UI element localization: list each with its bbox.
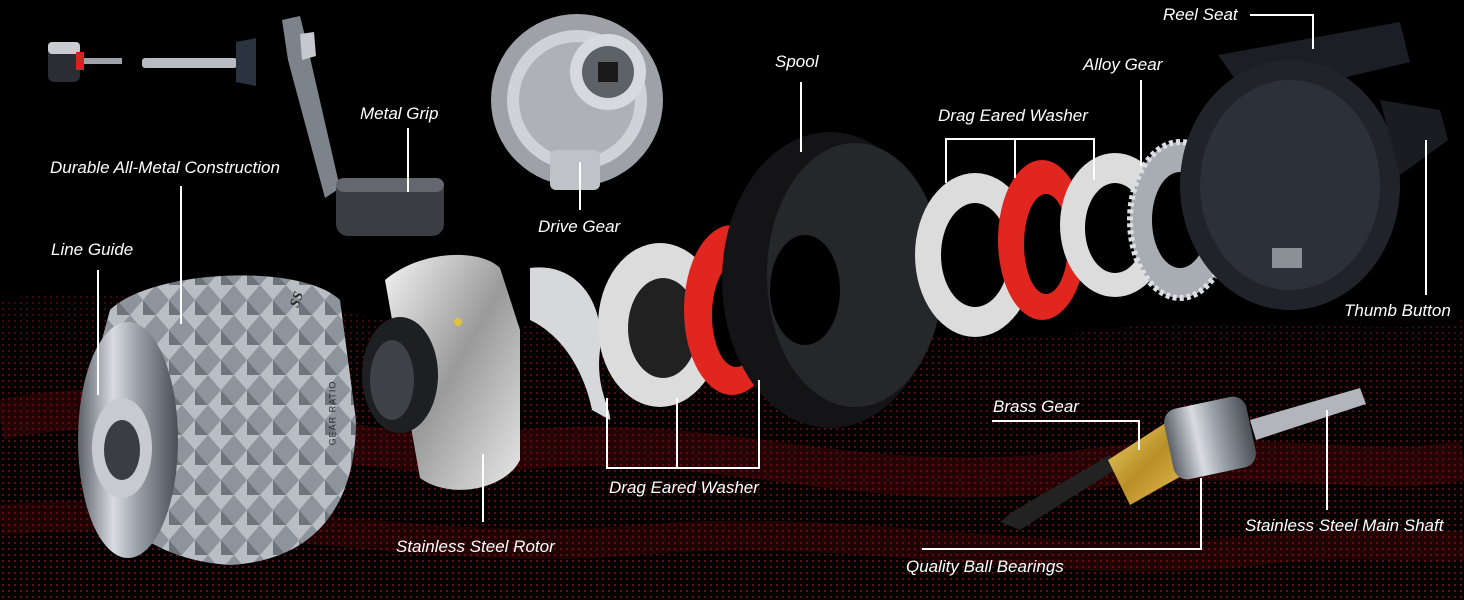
label-quality-ball-bearings: Quality Ball Bearings: [906, 557, 1064, 576]
leader-line: [945, 138, 1095, 140]
leader-line: [606, 467, 760, 469]
leader-line: [579, 162, 581, 210]
label-brass-gear: Brass Gear: [993, 397, 1079, 416]
leader-line: [1425, 140, 1427, 295]
label-stainless-main-shaft: Stainless Steel Main Shaft: [1245, 516, 1444, 535]
leader-line: [758, 380, 760, 468]
handle-arm-icon: [142, 16, 444, 236]
spool-icon: [722, 132, 943, 428]
leader-line: [1200, 478, 1202, 550]
leader-line: [482, 454, 484, 522]
leader-line: [606, 398, 608, 468]
leader-line: [1326, 410, 1328, 510]
leader-line: [676, 398, 678, 468]
label-drive-gear: Drive Gear: [538, 217, 621, 236]
leader-line: [407, 128, 409, 192]
leader-line: [800, 82, 802, 152]
body-engraving: GEAR RATIO: [327, 380, 338, 446]
label-drag-washer-upper: Drag Eared Washer: [938, 106, 1088, 125]
label-metal-grip: Metal Grip: [360, 104, 439, 123]
label-stainless-rotor: Stainless Steel Rotor: [396, 537, 555, 556]
leader-line: [1140, 80, 1142, 166]
handle-knob-icon: [48, 42, 122, 82]
label-thumb-button: Thumb Button: [1344, 301, 1451, 320]
leader-line: [1093, 138, 1095, 180]
reel-seat-icon: [1180, 22, 1448, 310]
leader-line: [1014, 138, 1016, 178]
body-cover-icon: [78, 275, 356, 565]
label-drag-washer-lower: Drag Eared Washer: [609, 478, 759, 497]
leader-line: [1312, 14, 1314, 49]
label-alloy-gear: Alloy Gear: [1083, 55, 1163, 74]
leader-line: [922, 548, 1202, 550]
label-durable-construction: Durable All-Metal Construction: [50, 158, 280, 177]
drive-gear-icon: [491, 14, 663, 190]
leader-line: [97, 270, 99, 395]
label-spool: Spool: [775, 52, 819, 71]
leader-line: [945, 138, 947, 183]
main-shaft-icon: [1000, 388, 1366, 530]
leader-line: [992, 420, 1140, 422]
leader-line: [180, 186, 182, 324]
leader-line: [1250, 14, 1314, 16]
rotor-icon: [362, 254, 520, 490]
label-reel-seat: Reel Seat: [1163, 5, 1238, 24]
label-line-guide: Line Guide: [51, 240, 134, 259]
c-clip-icon: [530, 267, 611, 420]
leader-line: [1138, 420, 1140, 450]
